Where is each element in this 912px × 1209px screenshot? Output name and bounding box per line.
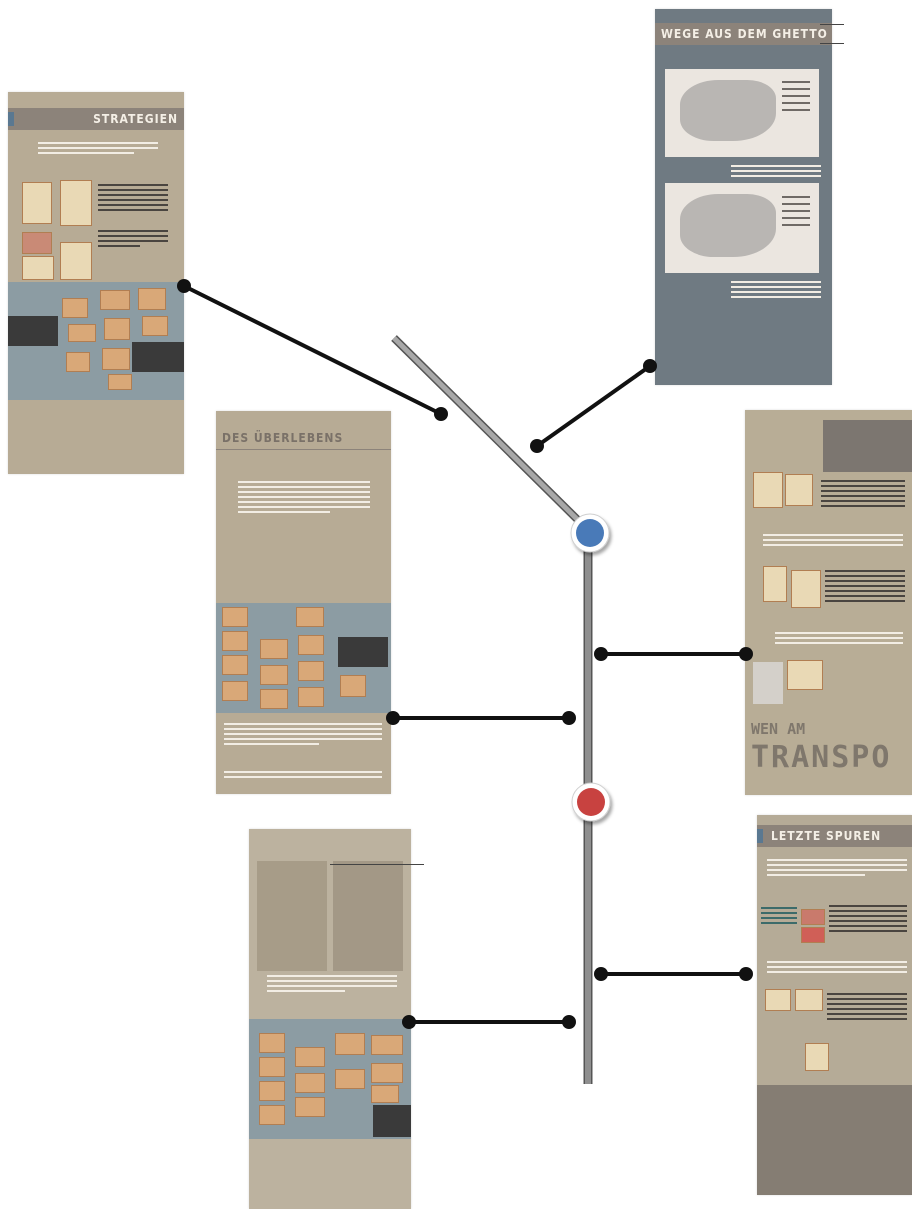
connector-dot [562,1015,576,1029]
connector-dot [643,359,657,373]
connector-dot [739,967,753,981]
connector-dot [739,647,753,661]
connector-dot [594,647,608,661]
connector-dot [562,711,576,725]
connector-dot [434,407,448,421]
connector-portrait [402,1015,576,1029]
connector-dot [402,1015,416,1029]
connector-dot [386,711,400,725]
connector-dot [530,439,544,453]
connector-spuren [594,967,753,981]
connector-dot [177,279,191,293]
connector-transport [594,647,753,661]
node-red[interactable] [572,783,610,821]
node-blue[interactable] [571,514,609,552]
connector-dot [594,967,608,981]
connector-ueberleben [386,711,576,725]
connector-wege [530,359,657,453]
